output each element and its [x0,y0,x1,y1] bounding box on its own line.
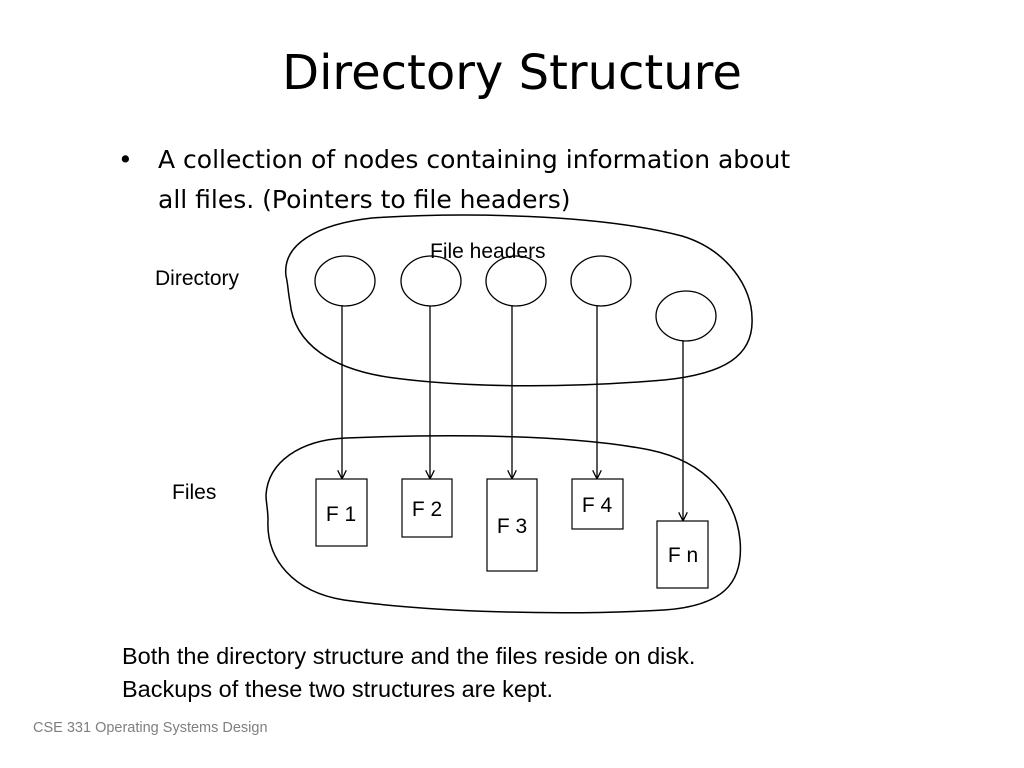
file-label-1: F 1 [326,503,356,526]
file-box-1 [315,478,368,547]
file-header-node-1 [314,255,376,307]
file-box-2 [401,478,453,538]
file-box-n [656,520,709,589]
files-region-outline [265,435,742,614]
file-header-node-4 [570,255,632,307]
directory-label: Directory [155,267,240,290]
bullet-line-2: all files. (Pointers to file headers) [158,185,571,214]
note-text: Both the directory structure and the fil… [122,640,942,706]
slide-title: Directory Structure [282,45,742,101]
file-label-2: F 2 [412,498,442,521]
note-line-2: Backups of these two structures are kept… [122,676,554,702]
directory-region-outline [285,214,753,387]
note-line-1: Both the directory structure and the fil… [122,643,696,669]
file-label-n: F n [668,544,698,567]
file-header-node-3 [485,255,547,307]
file-header-node-2 [400,255,462,307]
file-label-4: F 4 [582,494,613,517]
file-label-3: F 3 [497,515,527,538]
bullet-line-1: A collection of nodes containing informa… [158,145,791,174]
bullet-marker: • [118,145,133,174]
file-header-node-n [655,290,717,342]
bullet-item: • A collection of nodes containing infor… [118,140,878,220]
bullet-list: • A collection of nodes containing infor… [118,140,878,220]
files-label: Files [172,481,216,504]
footer-course-label: CSE 331 Operating Systems Design [33,720,268,736]
file-box-3 [486,478,538,572]
file-box-4 [571,478,624,530]
file-headers-label: File headers [430,240,546,263]
